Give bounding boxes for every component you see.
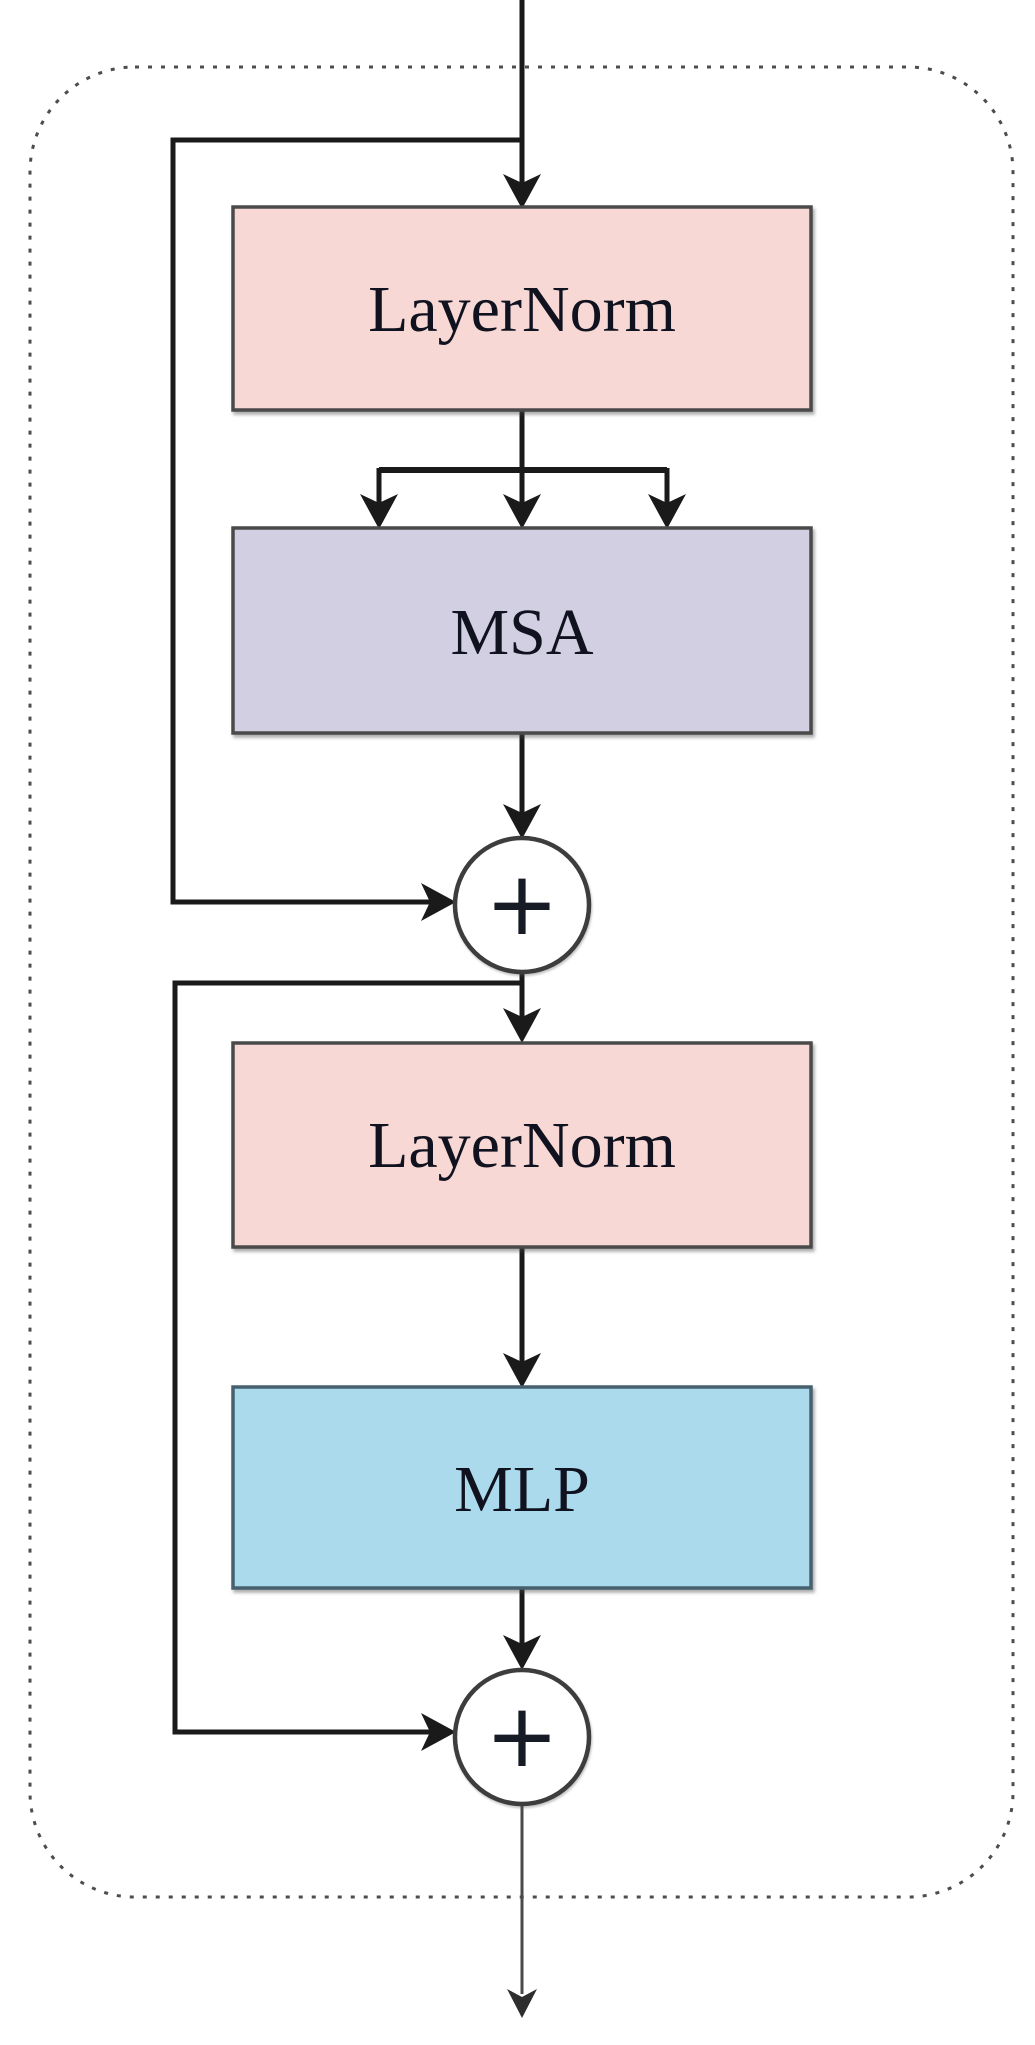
mlp-label: MLP (454, 1453, 590, 1526)
mlp-block (231, 1385, 813, 1590)
msa-block (231, 526, 813, 735)
layernorm-1-block (231, 205, 813, 412)
arrowhead-output (507, 1989, 537, 2018)
arrowhead-add1-to-ln2 (503, 1008, 541, 1043)
edge-skip-1 (170, 137, 522, 905)
arrowhead-qkv-left (360, 494, 398, 529)
arrowhead-ln2-to-mlp (503, 1353, 541, 1388)
arrowhead-input (503, 174, 541, 209)
layernorm-2-label: LayerNorm (368, 1109, 676, 1182)
plus-labels: + + (485, 852, 559, 1787)
msa-label: MSA (450, 596, 593, 669)
arrowhead-qkv-center (503, 494, 541, 529)
arrowheads (360, 174, 686, 1751)
arrowhead-qkv-right (648, 494, 686, 529)
residual-add-2-circle (452, 1667, 592, 1807)
layernorm-2-block (231, 1041, 813, 1249)
arrowhead-skip-2 (421, 1713, 456, 1751)
arrowhead-mlp-to-add2 (503, 1635, 541, 1670)
arrowhead-skip-1 (421, 883, 456, 921)
residual-add-1-plus: + (485, 852, 559, 955)
residual-add-1-circle (452, 835, 592, 975)
edge-skip-2 (172, 980, 522, 1735)
residual-add-2-plus: + (485, 1684, 559, 1787)
layernorm-1-label: LayerNorm (368, 273, 676, 346)
connector-lines (170, 0, 670, 1735)
node-labels: LayerNorm MSA LayerNorm MLP (368, 273, 676, 1526)
arrowhead-msa-to-add1 (503, 804, 541, 839)
